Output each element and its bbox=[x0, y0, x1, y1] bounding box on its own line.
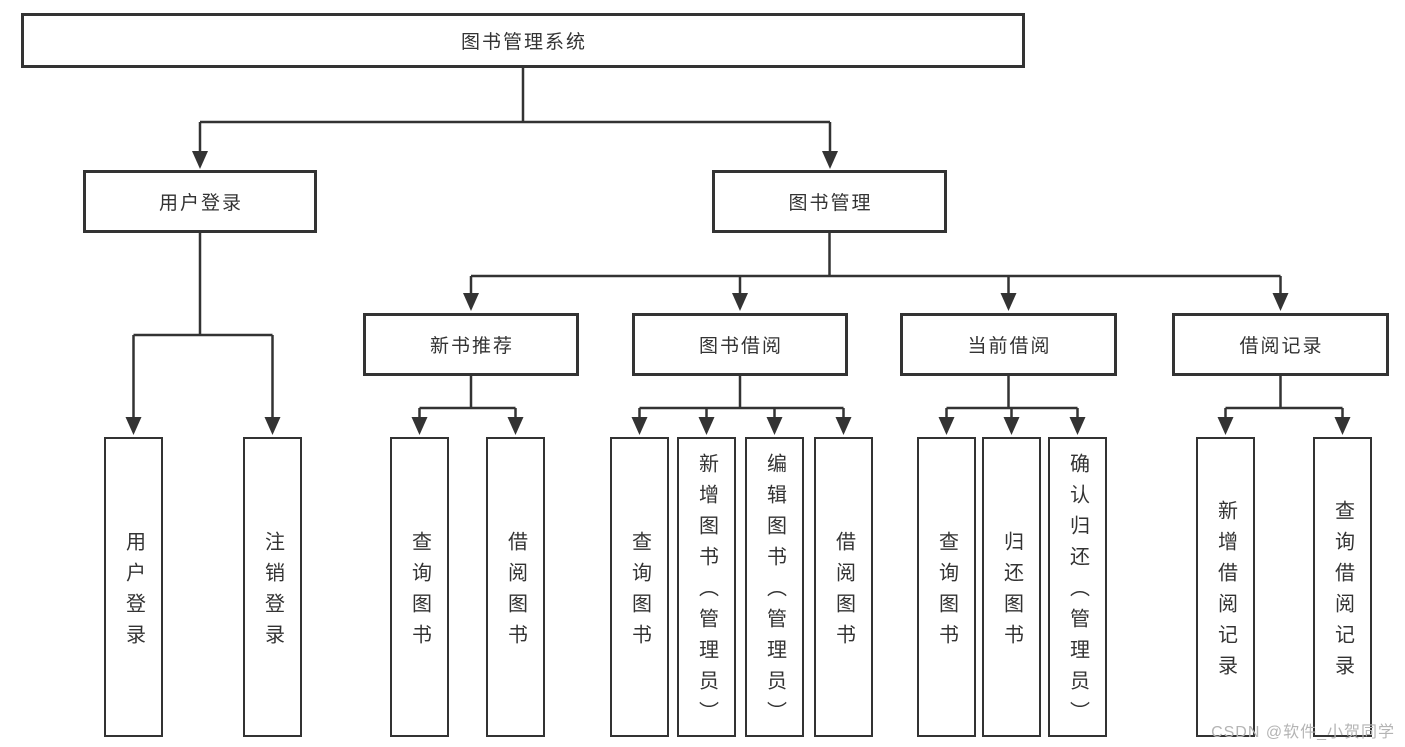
leaf-borrow-book-borrow: 借阅图书 bbox=[814, 437, 873, 737]
leaf-query-borrow-record: 查询借阅记录 bbox=[1313, 437, 1372, 737]
node-new-book-recommendation: 新书推荐 bbox=[363, 313, 579, 376]
node-book-management: 图书管理 bbox=[712, 170, 947, 233]
leaf-query-book-borrow: 查询图书 bbox=[610, 437, 669, 737]
node-root-library-system: 图书管理系统 bbox=[21, 13, 1025, 68]
leaf-user-login: 用户登录 bbox=[104, 437, 163, 737]
node-current-borrowing: 当前借阅 bbox=[900, 313, 1117, 376]
node-user-login: 用户登录 bbox=[83, 170, 317, 233]
leaf-query-book-new-rec: 查询图书 bbox=[390, 437, 449, 737]
leaf-borrow-book-new-rec: 借阅图书 bbox=[486, 437, 545, 737]
leaf-add-book-admin: 新增图书（管理员） bbox=[677, 437, 736, 737]
leaf-query-book-current: 查询图书 bbox=[917, 437, 976, 737]
arrowheads bbox=[125, 151, 1351, 435]
leaf-edit-book-admin: 编辑图书（管理员） bbox=[745, 437, 804, 737]
node-borrowing-records: 借阅记录 bbox=[1172, 313, 1389, 376]
leaf-confirm-return-admin: 确认归还（管理员） bbox=[1048, 437, 1107, 737]
leaf-add-borrow-record: 新增借阅记录 bbox=[1196, 437, 1255, 737]
leaf-return-book: 归还图书 bbox=[982, 437, 1041, 737]
leaf-logout: 注销登录 bbox=[243, 437, 302, 737]
node-book-borrowing: 图书借阅 bbox=[632, 313, 848, 376]
csdn-watermark: CSDN @软件_小贺同学 bbox=[1211, 724, 1395, 741]
